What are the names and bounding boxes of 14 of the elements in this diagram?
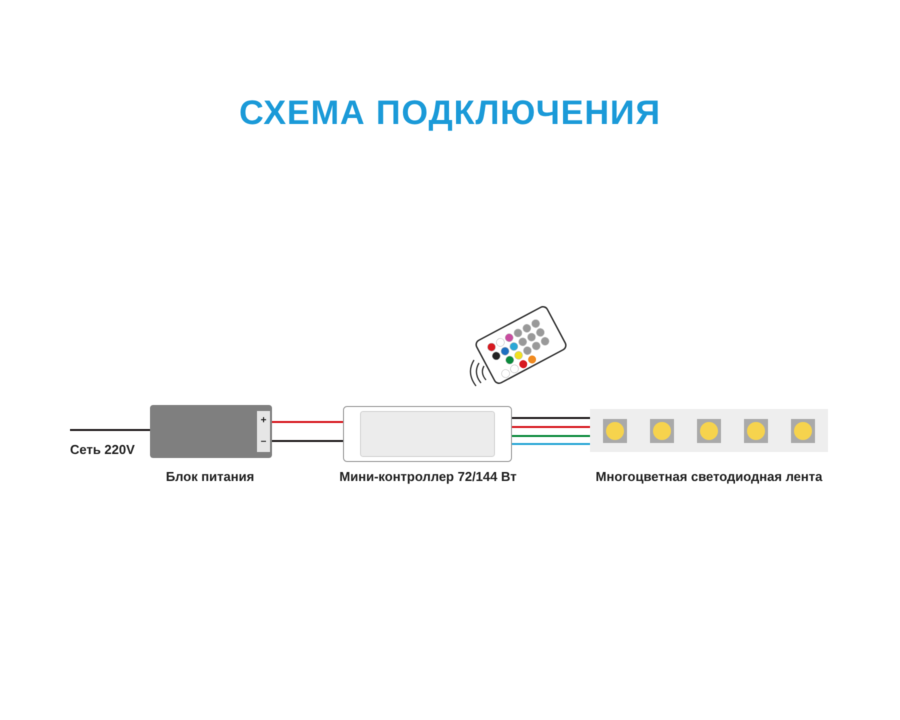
plus-sign: +	[260, 416, 266, 426]
wire	[272, 421, 343, 423]
wire	[512, 417, 590, 419]
component-caption: Многоцветная светодиодная лента	[596, 468, 822, 486]
wire	[512, 435, 590, 437]
minus-sign: –	[260, 436, 266, 447]
diagram-title: СХЕМА ПОДКЛЮЧЕНИЯ	[238, 93, 662, 134]
wire	[512, 426, 590, 428]
wire	[70, 429, 150, 431]
mains-label: Сеть 220V	[70, 441, 135, 459]
wire	[512, 443, 590, 445]
wire	[272, 440, 343, 442]
component-caption: Мини-контроллер 72/144 Вт	[339, 468, 517, 486]
component-caption: Блок питания	[166, 468, 254, 486]
